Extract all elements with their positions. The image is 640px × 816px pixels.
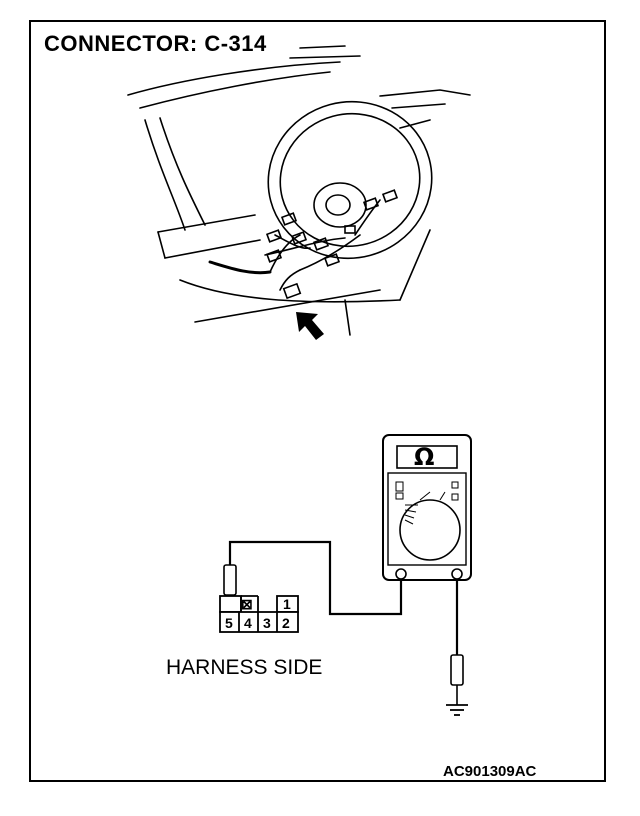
connector-pin-3: 3 — [263, 615, 271, 631]
connector-pin-1: 1 — [283, 596, 291, 612]
figure-frame — [29, 20, 606, 782]
figure-id: AC901309AC — [443, 763, 537, 780]
connector-title: CONNECTOR: C-314 — [44, 31, 267, 56]
ohm-symbol: Ω — [414, 443, 434, 471]
connector-pin-blank: ⊠ — [241, 596, 253, 612]
steering-wheel-icon — [127, 45, 471, 336]
connector-pin-2: 2 — [282, 615, 290, 631]
ground-symbol-icon — [446, 704, 468, 716]
test-leads — [228, 540, 459, 655]
connector-pin-4: 4 — [244, 615, 252, 631]
connector-pin-5: 5 — [225, 615, 233, 631]
harness-side-label: HARNESS SIDE — [166, 656, 323, 679]
arrow-icon — [296, 312, 324, 340]
probe-icon — [223, 564, 464, 705]
ohmmeter-icon — [382, 434, 472, 581]
connector-face — [219, 595, 299, 633]
